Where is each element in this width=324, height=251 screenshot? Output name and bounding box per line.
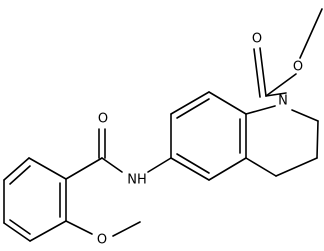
bond-ester-carbonyl-o-inner [253, 48, 261, 98]
bond-c6-c5 [170, 157, 210, 181]
ester-carbonyl-o-label: O [252, 32, 262, 47]
bond-c5-c4a [208, 157, 247, 181]
ester-ether-o-label: O [293, 60, 303, 75]
amide-carbonyl-o-label: O [98, 112, 108, 127]
bond-c8-c7-inner [176, 98, 210, 119]
amide-nh-label: NH [127, 173, 147, 188]
bond-carbonyl-c-aryl [65, 157, 103, 180]
bond-c8a-c8 [208, 91, 247, 115]
bond-amide-n-carbonyl-c [101, 157, 123, 173]
bond-n-c8a [245, 105, 276, 115]
bond-methoxy-o-methyl [112, 221, 141, 237]
bond-ar-c5-c6 [3, 157, 30, 181]
bond-ester-carbonyl-o-outer [259, 47, 267, 97]
bond-c8-c7 [170, 91, 210, 115]
bond-ar-c5-c6-inner [9, 165, 31, 185]
methoxy-o-label: O [97, 233, 107, 248]
bond-c6-c5-inner [176, 153, 210, 174]
bond-n-c2 [291, 109, 319, 122]
bond-c6-amide-n [147, 157, 172, 173]
bond-ar-c2-c3 [29, 220, 67, 242]
bond-carbamate-c-ring-n [265, 92, 287, 97]
bond-ar-c3-c4-inner [9, 219, 31, 235]
ring-n-label: N [278, 94, 288, 109]
bond-ar-c2-methoxy-o [65, 220, 93, 235]
bond-ar-c6-c1 [28, 157, 67, 180]
bond-c3-c4 [275, 157, 318, 177]
bond-ar-c3-c4 [3, 222, 31, 242]
bond-c2-c3 [316, 120, 319, 159]
bond-carbamate-c-ether-o [265, 73, 297, 97]
bond-ether-o-methyl [299, 8, 323, 59]
bond-c4-c4a [245, 157, 277, 177]
